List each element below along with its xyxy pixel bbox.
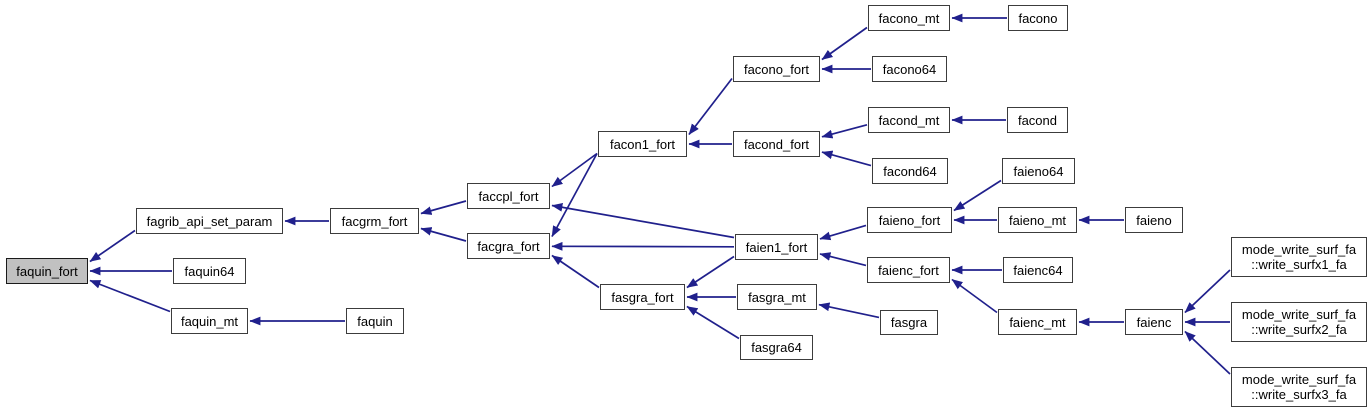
edge-fagrib_api_set_param-to-faquin_fort xyxy=(89,229,136,263)
edge-facono_fort-to-facon1_fort xyxy=(688,77,733,136)
graph-node-facond_fort[interactable]: facond_fort xyxy=(733,131,820,157)
graph-node-fasgra_fort[interactable]: fasgra_fort xyxy=(600,284,685,310)
graph-node-faquin_mt[interactable]: faquin_mt xyxy=(171,308,248,334)
edge-faienc_mt-to-faienc_fort xyxy=(951,278,998,314)
edge-fasgra-to-fasgra_mt xyxy=(818,302,880,319)
graph-node-facono_fort[interactable]: facono_fort xyxy=(733,56,820,82)
graph-node-facgrm_fort[interactable]: facgrm_fort xyxy=(330,208,419,234)
graph-node-fasgra_mt[interactable]: fasgra_mt xyxy=(737,284,817,310)
graph-node-faieno_mt[interactable]: faieno_mt xyxy=(998,207,1077,233)
graph-node-facono64[interactable]: facono64 xyxy=(872,56,947,82)
graph-node-faquin64[interactable]: faquin64 xyxy=(173,258,246,284)
graph-node-write_surfx3_fa[interactable]: mode_write_surf_fa ::write_surfx3_fa xyxy=(1231,367,1367,407)
graph-node-faieno_fort[interactable]: faieno_fort xyxy=(867,207,952,233)
graph-node-faieno[interactable]: faieno xyxy=(1125,207,1183,233)
edge-facono_mt-to-facono_fort xyxy=(821,26,868,61)
edge-write_surfx3_fa-to-faienc xyxy=(1184,330,1231,375)
graph-node-fasgra64[interactable]: fasgra64 xyxy=(740,335,813,360)
graph-node-facond64[interactable]: facond64 xyxy=(872,158,948,184)
graph-node-faienc[interactable]: faienc xyxy=(1125,309,1183,335)
edge-write_surfx1_fa-to-faienc xyxy=(1184,269,1231,314)
edge-faienc_fort-to-faien1_fort xyxy=(819,252,867,267)
edge-faieno_fort-to-faien1_fort xyxy=(819,224,867,241)
graph-node-fasgra[interactable]: fasgra xyxy=(880,310,938,335)
graph-node-write_surfx1_fa[interactable]: mode_write_surf_fa ::write_surfx1_fa xyxy=(1231,237,1367,277)
edge-faieno64-to-faieno_fort xyxy=(953,179,1002,212)
edge-fasgra_fort-to-facgra_fort xyxy=(551,254,600,289)
edge-faccpl_fort-to-facgrm_fort xyxy=(420,200,467,215)
graph-node-faquin_fort: faquin_fort xyxy=(6,258,88,284)
edge-faquin_mt-to-faquin_fort xyxy=(89,279,171,313)
graph-node-faienc_mt[interactable]: faienc_mt xyxy=(998,309,1077,335)
graph-node-faien1_fort[interactable]: faien1_fort xyxy=(735,234,818,260)
graph-node-fagrib_api_set_param[interactable]: fagrib_api_set_param xyxy=(136,208,283,234)
edge-facond_mt-to-facond_fort xyxy=(821,123,868,139)
graph-node-faienc_fort[interactable]: faienc_fort xyxy=(867,257,950,283)
edge-facgra_fort-to-facgrm_fort xyxy=(420,227,467,242)
graph-node-faccpl_fort[interactable]: faccpl_fort xyxy=(467,183,550,209)
edge-facon1_fort-to-facgra_fort xyxy=(551,153,598,237)
graph-node-facgra_fort[interactable]: facgra_fort xyxy=(467,233,550,259)
graph-node-write_surfx2_fa[interactable]: mode_write_surf_fa ::write_surfx2_fa xyxy=(1231,302,1367,342)
graph-node-facon1_fort[interactable]: facon1_fort xyxy=(598,131,687,157)
graph-node-facono[interactable]: facono xyxy=(1008,5,1068,31)
graph-node-facond_mt[interactable]: facond_mt xyxy=(868,107,950,133)
edge-fasgra64-to-fasgra_fort xyxy=(686,305,740,340)
edge-faien1_fort-to-faccpl_fort xyxy=(551,202,735,239)
graph-node-faienc64[interactable]: faienc64 xyxy=(1003,257,1073,283)
edge-facon1_fort-to-faccpl_fort xyxy=(551,152,598,188)
graph-node-faieno64[interactable]: faieno64 xyxy=(1002,158,1075,184)
edge-facond64-to-facond_fort xyxy=(821,150,872,167)
graph-node-facono_mt[interactable]: facono_mt xyxy=(868,5,950,31)
graph-node-facond[interactable]: facond xyxy=(1007,107,1068,133)
graph-node-faquin[interactable]: faquin xyxy=(346,308,404,334)
edge-faien1_fort-to-fasgra_fort xyxy=(686,255,735,289)
edge-faien1_fort-to-facgra_fort xyxy=(551,241,735,251)
